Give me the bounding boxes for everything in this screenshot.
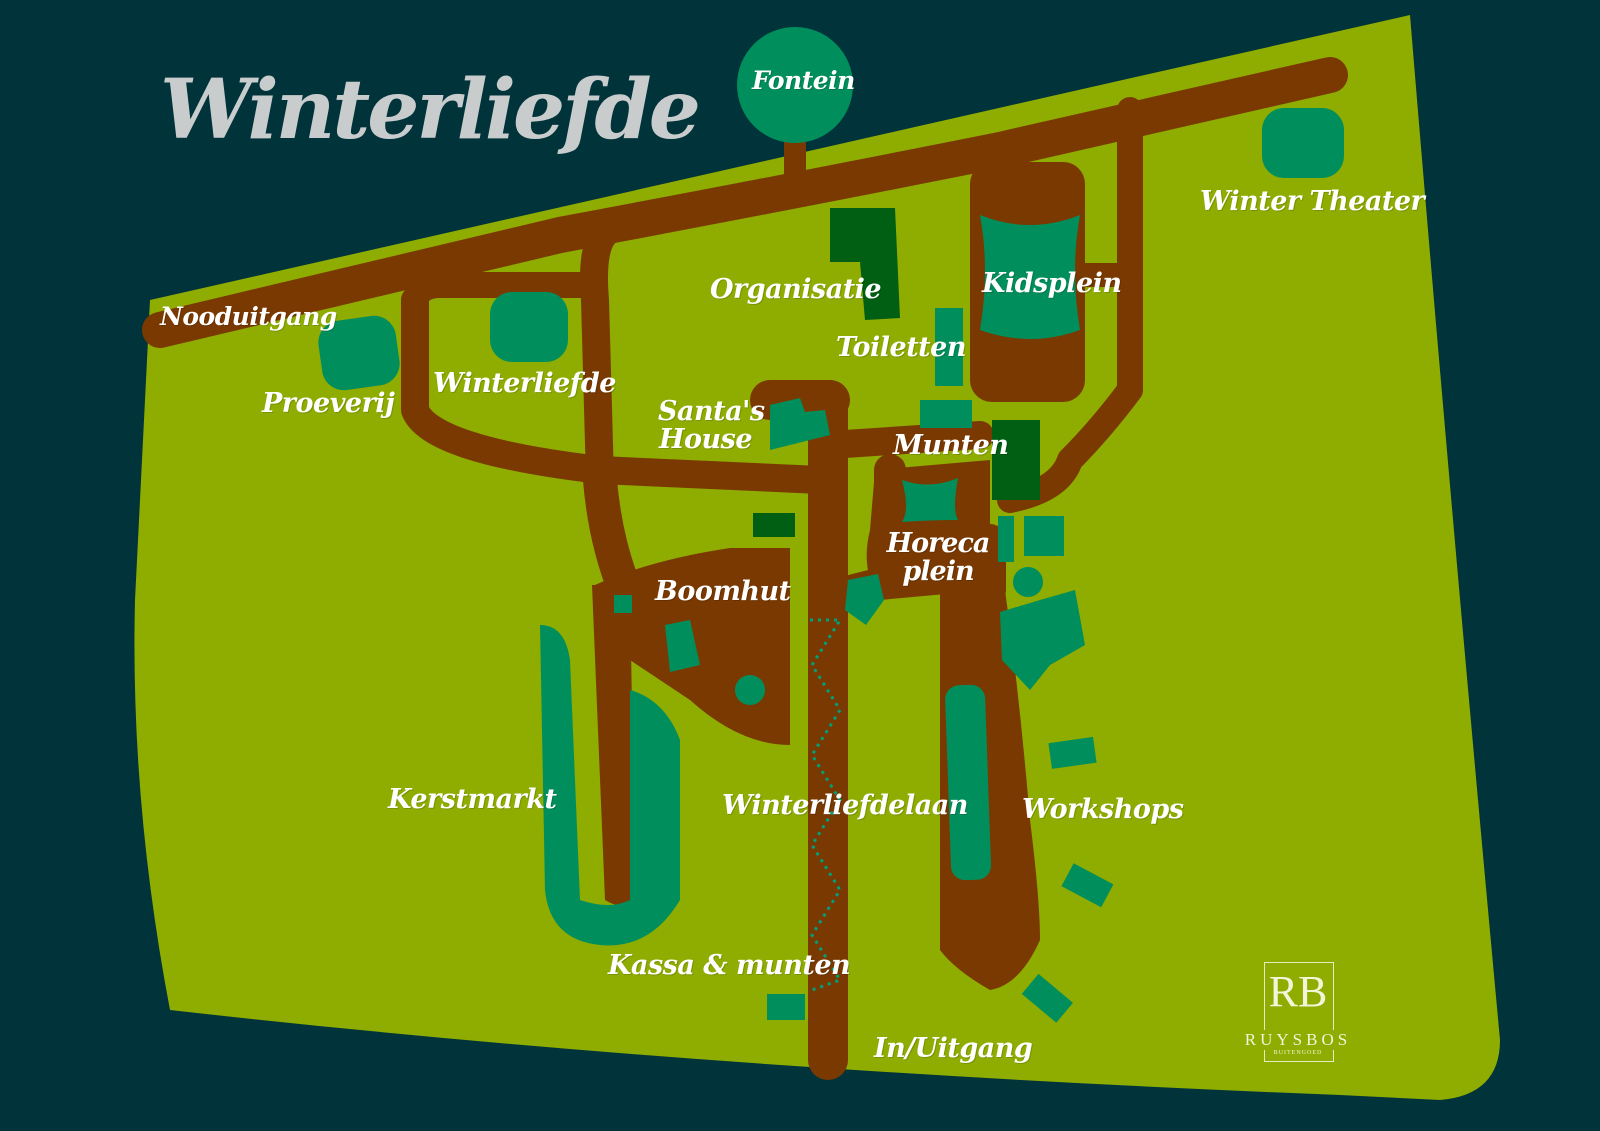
map-title: Winterliefde: [160, 62, 701, 158]
label-toiletten: Toiletten: [836, 332, 966, 363]
label-boomhut: Boomhut: [655, 576, 791, 607]
label-winter-theater: Winter Theater: [1200, 186, 1425, 217]
label-kerstmarkt: Kerstmarkt: [388, 784, 557, 815]
label-fontein: Fontein: [752, 66, 855, 95]
logo-monogram: RB: [1268, 967, 1328, 1016]
label-nooduitgang: Nooduitgang: [160, 302, 337, 331]
munten-plaza: [866, 460, 990, 600]
ruysbos-logo: RB RUYSBOS BUITENGOED: [1242, 962, 1354, 1062]
label-winterliefde: Winterliefde: [433, 368, 616, 399]
logo-frame: [1264, 962, 1334, 1062]
label-munten: Munten: [893, 430, 1009, 461]
attractions: [318, 27, 1344, 1023]
label-in-uitgang: In/Uitgang: [874, 1033, 1033, 1064]
label-workshops: Workshops: [1022, 794, 1184, 825]
logo-name: RUYSBOS: [1242, 1030, 1354, 1050]
label-kidsplein: Kidsplein: [982, 268, 1122, 299]
winterliefdelaan-lights: [810, 618, 843, 992]
logo-subtitle: BUITENGOED: [1273, 1050, 1323, 1056]
buildings: [753, 208, 1040, 537]
label-kassa-munten: Kassa & munten: [608, 950, 851, 981]
label-horeca-plein: Horeca plein: [886, 528, 991, 588]
kerstmarkt-path: [592, 585, 635, 905]
label-organisatie: Organisatie: [710, 274, 882, 305]
label-winterliefdelaan: Winterliefdelaan: [722, 790, 968, 821]
label-santas-house: Santa's House: [658, 396, 765, 456]
label-proeverij: Proeverij: [262, 388, 395, 419]
